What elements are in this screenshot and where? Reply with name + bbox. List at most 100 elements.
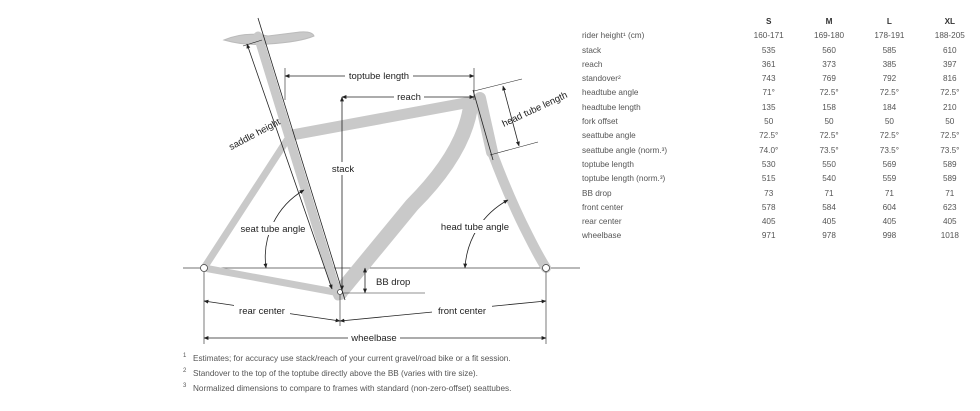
row-value: 73.5°: [940, 145, 960, 155]
label-stack: stack: [332, 164, 354, 175]
footnote-marker: 1: [183, 353, 187, 359]
row-label: headtube angle: [582, 88, 639, 98]
top-tube: [286, 95, 482, 141]
row-value: 72.5°: [819, 131, 839, 141]
front-axle: [542, 264, 550, 272]
row-value: 50: [824, 117, 834, 127]
row-value: 210: [942, 102, 957, 112]
row-value: 604: [882, 202, 897, 212]
label-reach: reach: [397, 92, 421, 103]
head-tube-length-dim: [502, 85, 520, 147]
row-label: seattube angle: [582, 131, 636, 141]
ht-top-extension: [473, 78, 523, 92]
row-label: seattube angle (norm.³): [582, 145, 668, 155]
label-head-tube-angle: head tube angle: [441, 222, 509, 233]
row-value: 72.5°: [940, 131, 960, 141]
footnote-text: Estimates; for accuracy use stack/reach …: [193, 354, 511, 363]
row-value: 584: [822, 202, 836, 212]
seat-stay: [200, 136, 291, 272]
footnote: 1 Estimates; for accuracy use stack/reach…: [183, 351, 511, 366]
row-label: wheelbase: [582, 231, 622, 241]
row-value: 74.0°: [759, 145, 779, 155]
size-header-row: S M L XL: [578, 15, 980, 29]
row-value: 589: [942, 159, 957, 169]
row-value: 998: [882, 231, 897, 241]
row-label: BB drop: [582, 188, 612, 198]
label-saddle-height: saddle height: [227, 117, 282, 153]
row-value: 405: [942, 217, 957, 227]
row-label: rider height¹ (cm): [582, 31, 645, 41]
ht-bottom-extension: [489, 141, 539, 156]
row-value: 623: [942, 202, 957, 212]
row-value: 515: [761, 174, 776, 184]
row-value: 540: [822, 174, 836, 184]
row-label: standover²: [582, 74, 621, 84]
row-value: 72.5°: [759, 131, 779, 141]
row-label: headtube length: [582, 102, 641, 112]
head-tube: [474, 92, 498, 158]
table-row: fork offset 50 50 50 50: [578, 115, 980, 129]
fork: [487, 147, 551, 273]
row-value: 569: [882, 159, 897, 169]
row-value: 559: [882, 174, 897, 184]
label-toptube-length: toptube length: [349, 71, 409, 82]
label-seat-tube-angle: seat tube angle: [241, 224, 306, 235]
table-row: seattube angle 72.5° 72.5° 72.5° 72.5°: [578, 129, 980, 143]
row-value: 530: [761, 159, 776, 169]
down-tube: [334, 102, 478, 298]
row-value: 160-171: [753, 31, 784, 41]
row-value: 361: [761, 59, 776, 69]
row-value: 535: [761, 45, 776, 55]
table-row: headtube length 135 158 184 210: [578, 101, 980, 115]
row-value: 71: [945, 188, 955, 198]
label-bb-drop: BB drop: [376, 277, 410, 288]
size-header: S: [765, 17, 772, 26]
row-value: 73.5°: [819, 145, 839, 155]
head-tube-axis: [472, 89, 494, 161]
row-label: fork offset: [582, 117, 618, 127]
row-label: reach: [582, 59, 603, 69]
row-label: stack: [582, 45, 602, 55]
row-value: 71: [824, 188, 834, 198]
row-value: 50: [764, 117, 774, 127]
size-header: L: [886, 17, 892, 26]
head-tube-angle-arc: [463, 199, 509, 269]
label-front-center: front center: [438, 306, 486, 317]
row-value: 50: [884, 117, 894, 127]
row-value: 578: [761, 202, 776, 212]
row-value: 585: [882, 45, 897, 55]
row-value: 978: [822, 231, 836, 241]
row-value: 1018: [940, 231, 959, 241]
row-value: 405: [822, 217, 836, 227]
row-value: 71°: [762, 88, 775, 98]
row-value: 188-205: [934, 31, 965, 41]
row-value: 405: [761, 217, 776, 227]
row-value: 72.5°: [879, 131, 900, 141]
row-value: 158: [822, 102, 836, 112]
footnote-text: Normalized dimensions to compare to fram…: [193, 384, 512, 393]
row-value: 135: [761, 102, 776, 112]
saddle: [222, 31, 315, 45]
row-value: 816: [942, 74, 957, 84]
row-value: 405: [882, 217, 897, 227]
row-value: 50: [945, 117, 955, 127]
table-row: seattube angle (norm.³)74.0°73.5°73.5°73…: [578, 144, 980, 158]
label-wheelbase: wheelbase: [350, 333, 396, 344]
row-value: 71: [884, 188, 894, 198]
row-label: front center: [582, 202, 624, 212]
row-value: 397: [942, 59, 957, 69]
size-header: M: [825, 17, 833, 26]
row-value: 743: [761, 74, 776, 84]
row-value: 178-191: [874, 31, 905, 41]
row-value: 560: [822, 45, 836, 55]
footnotes: 1 Estimates; for accuracy use stack/reach…: [183, 351, 511, 396]
row-value: 184: [882, 102, 897, 112]
